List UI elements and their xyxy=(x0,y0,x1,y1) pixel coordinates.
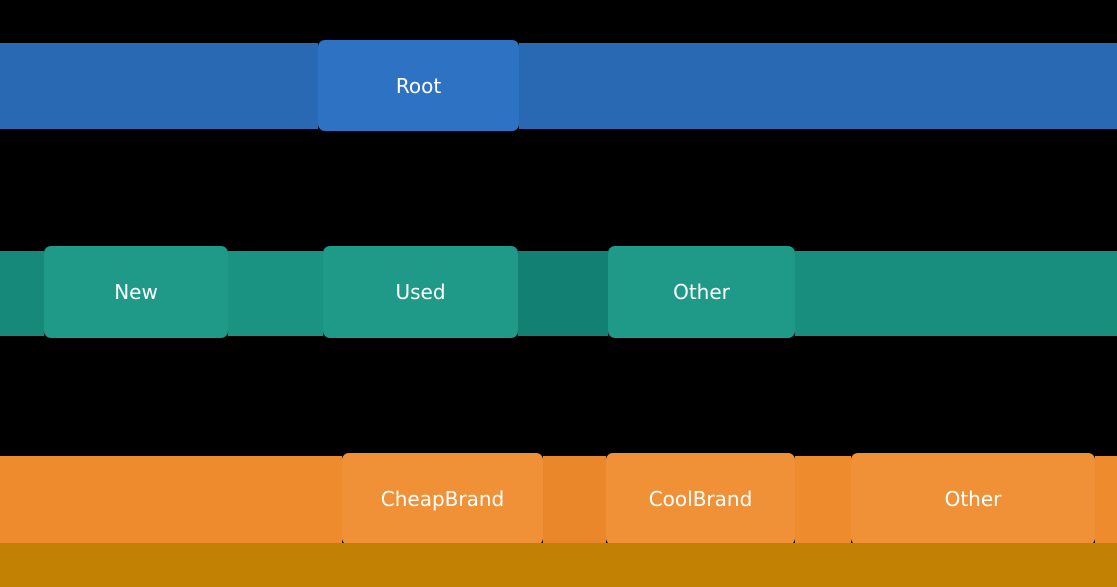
node-other[interactable]: Other xyxy=(608,246,795,338)
chart-segment xyxy=(0,43,318,129)
node-root[interactable]: Root xyxy=(318,40,519,131)
node-label: Other xyxy=(944,487,1002,511)
node-coolbrand[interactable]: CoolBrand xyxy=(606,453,795,545)
node-label: Other xyxy=(673,280,730,304)
chart-segment xyxy=(1095,456,1117,543)
chart-segment xyxy=(795,456,851,543)
node-cheapbrand[interactable]: CheapBrand xyxy=(342,453,543,545)
chart-segment xyxy=(0,543,1117,587)
chart-segment xyxy=(519,43,1117,129)
node-label: Used xyxy=(395,280,446,304)
chart-segment xyxy=(0,251,44,336)
node-label: CheapBrand xyxy=(380,487,505,511)
node-label: New xyxy=(114,280,158,304)
node-other[interactable]: Other xyxy=(851,453,1095,545)
node-used[interactable]: Used xyxy=(323,246,518,338)
chart-segment xyxy=(543,456,606,543)
chart-segment xyxy=(228,251,323,336)
node-new[interactable]: New xyxy=(44,246,228,338)
chart-segment xyxy=(518,251,608,336)
chart-segment xyxy=(795,251,1117,336)
chart-segment xyxy=(0,456,342,543)
node-label: Root xyxy=(395,73,442,98)
node-label: CoolBrand xyxy=(648,487,753,511)
